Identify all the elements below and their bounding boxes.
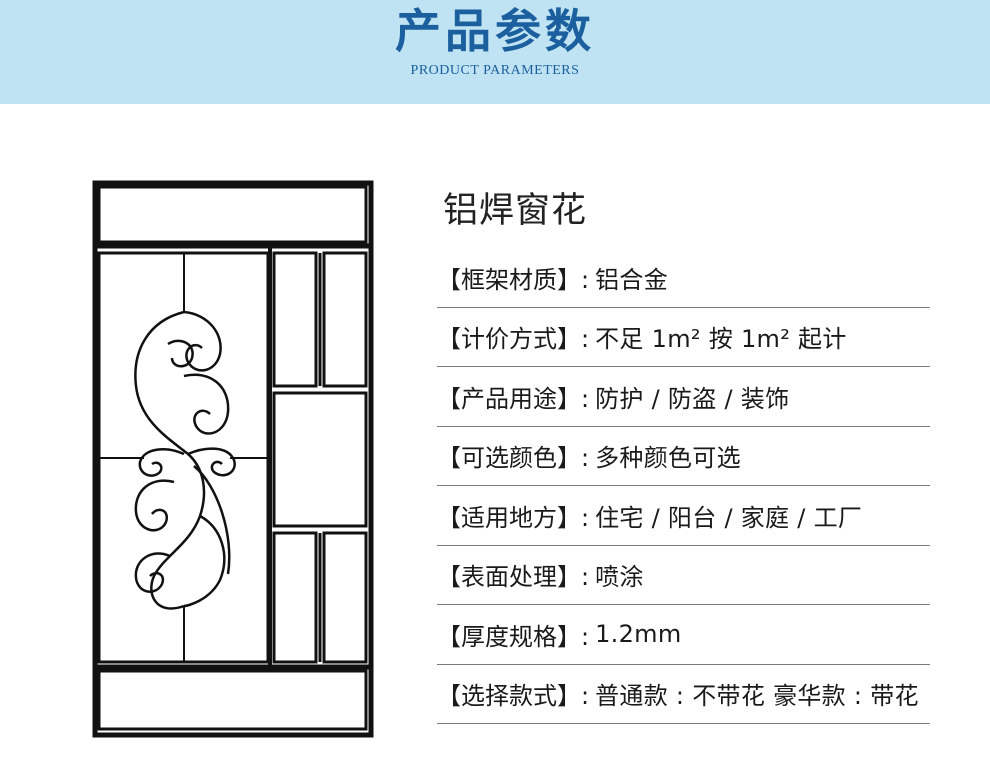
spec-label: 【厚度规格】: xyxy=(437,622,590,651)
spec-value: 住宅 / 阳台 / 家庭 / 工厂 xyxy=(595,503,863,532)
spec-value: 不足 1m² 按 1m² 起计 xyxy=(595,325,847,354)
spec-label: 【表面处理】: xyxy=(437,563,590,592)
header-banner: 产品参数 PRODUCT PARAMETERS xyxy=(0,0,990,104)
spec-row-material: 【框架材质】: 铝合金 xyxy=(437,248,930,308)
spec-value: 多种颜色可选 xyxy=(595,444,741,473)
spec-value: 防护 / 防盗 / 装饰 xyxy=(595,384,790,413)
spec-label: 【框架材质】: xyxy=(437,265,590,294)
spec-list: 【框架材质】: 铝合金 【计价方式】: 不足 1m² 按 1m² 起计 【产品用… xyxy=(437,248,930,724)
spec-value: 铝合金 xyxy=(595,265,668,294)
spec-label: 【可选颜色】: xyxy=(437,444,590,473)
spec-label: 【计价方式】: xyxy=(437,325,590,354)
page-subtitle: PRODUCT PARAMETERS xyxy=(410,63,580,78)
page-title: 产品参数 xyxy=(395,4,595,58)
spec-value: 1.2mm xyxy=(595,620,682,649)
spec-row-thickness: 【厚度规格】: 1.2mm xyxy=(437,605,930,665)
spec-label: 【产品用途】: xyxy=(437,384,590,413)
spec-row-pricing: 【计价方式】: 不足 1m² 按 1m² 起计 xyxy=(437,308,930,367)
spec-label: 【适用地方】: xyxy=(437,503,590,532)
window-grille-illustration xyxy=(88,176,378,742)
spec-value: 普通款 : 不带花 豪华款 : 带花 xyxy=(595,682,919,711)
product-name: 铝焊窗花 xyxy=(443,191,588,231)
spec-row-applicable: 【适用地方】: 住宅 / 阳台 / 家庭 / 工厂 xyxy=(437,486,930,546)
spec-value: 喷涂 xyxy=(595,563,644,592)
spec-row-colors: 【可选颜色】: 多种颜色可选 xyxy=(437,427,930,486)
spec-row-style: 【选择款式】: 普通款 : 不带花 豪华款 : 带花 xyxy=(437,665,930,724)
spec-label: 【选择款式】: xyxy=(437,682,590,711)
spec-row-usage: 【产品用途】: 防护 / 防盗 / 装饰 xyxy=(437,367,930,427)
spec-row-surface: 【表面处理】: 喷涂 xyxy=(437,546,930,605)
